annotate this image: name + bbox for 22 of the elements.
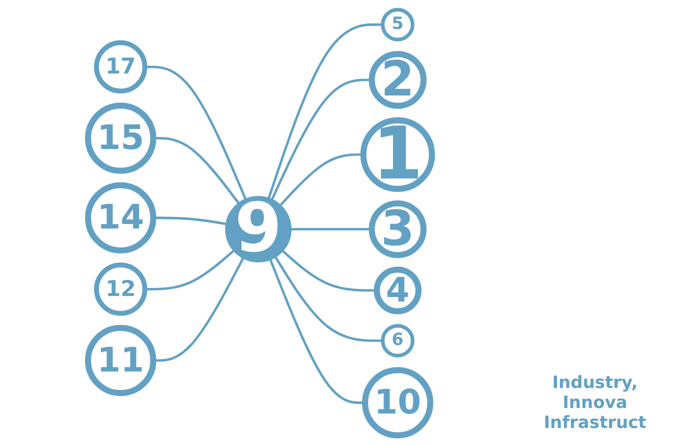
connector bbox=[290, 228, 372, 230]
node-circle: 17 bbox=[94, 40, 148, 94]
node-circle: 9 bbox=[225, 196, 292, 262]
connector bbox=[280, 153, 364, 206]
node-circle: 14 bbox=[85, 182, 156, 254]
node-circle: 10 bbox=[362, 367, 434, 438]
connector bbox=[268, 23, 383, 199]
connector bbox=[274, 256, 383, 342]
node-circle: 1 bbox=[360, 117, 435, 192]
connector bbox=[153, 216, 226, 226]
node-circle: 4 bbox=[374, 266, 422, 314]
node-circle: 15 bbox=[85, 102, 156, 174]
goal-title: Industry, Innova Infrastruct bbox=[542, 373, 648, 433]
connector bbox=[153, 136, 240, 204]
node-circle: 6 bbox=[380, 324, 414, 358]
node-circle: 11 bbox=[85, 324, 156, 396]
node-circle: 2 bbox=[368, 51, 427, 109]
connector bbox=[153, 258, 244, 362]
node-circle: 12 bbox=[94, 262, 148, 316]
connector bbox=[282, 250, 377, 292]
node-circle: 3 bbox=[368, 200, 427, 258]
node-circle: 5 bbox=[380, 8, 414, 42]
